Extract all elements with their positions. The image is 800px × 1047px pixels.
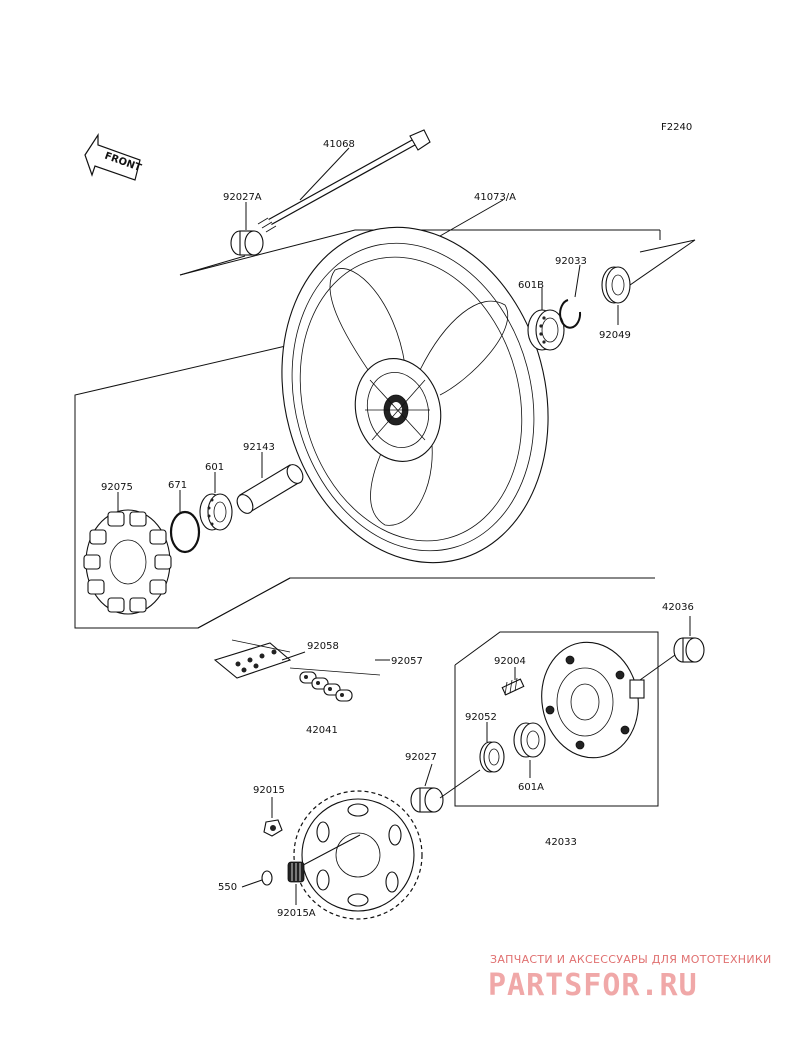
label-92015a[interactable]: 92015A — [277, 908, 316, 919]
label-92075[interactable]: 92075 — [101, 482, 133, 493]
label-671[interactable]: 671 — [168, 480, 187, 491]
label-41068[interactable]: 41068 — [323, 139, 355, 150]
damper-92075[interactable] — [83, 509, 172, 615]
label-92143[interactable]: 92143 — [243, 442, 275, 453]
label-92057[interactable]: 92057 — [391, 656, 423, 667]
stud-92004[interactable] — [501, 677, 525, 696]
label-41073a[interactable]: 41073/A — [474, 192, 516, 203]
axis-line-hub — [639, 654, 676, 681]
label-42033[interactable]: 42033 — [545, 837, 577, 848]
label-601a[interactable]: 601A — [518, 782, 544, 793]
collar-92143[interactable] — [234, 462, 306, 516]
label-601[interactable]: 601 — [205, 462, 224, 473]
watermark-brand: PARTSFOR.RU — [488, 968, 698, 1003]
label-92027[interactable]: 92027 — [405, 752, 437, 763]
leader-41073a — [439, 199, 504, 237]
label-92015[interactable]: 92015 — [253, 785, 285, 796]
axis-line-collar — [439, 769, 481, 799]
bearing-601b[interactable] — [527, 309, 565, 351]
label-92052[interactable]: 92052 — [465, 712, 497, 723]
collar-92027a[interactable] — [230, 230, 264, 256]
leader-41068 — [299, 147, 350, 201]
label-92027a[interactable]: 92027A — [223, 192, 262, 203]
label-550[interactable]: 550 — [218, 882, 237, 893]
front-arrow-icon: FRONT — [84, 132, 143, 181]
label-601b[interactable]: 601B — [518, 280, 544, 291]
o-ring-671[interactable] — [169, 510, 201, 554]
label-92049[interactable]: 92049 — [599, 330, 631, 341]
chain-link-92058[interactable] — [213, 639, 292, 679]
leader-92033 — [574, 264, 581, 298]
bearing-601a[interactable] — [513, 722, 546, 758]
label-92004[interactable]: 92004 — [494, 656, 526, 667]
label-42041[interactable]: 42041 — [306, 725, 338, 736]
washer-550[interactable] — [261, 870, 273, 886]
hub-frame — [454, 631, 659, 807]
seal-92052[interactable] — [479, 741, 505, 773]
chain-42041[interactable] — [289, 667, 381, 702]
leader-550 — [241, 879, 263, 888]
axis-line-right — [629, 239, 696, 286]
label-92058[interactable]: 92058 — [307, 641, 339, 652]
coupling-hub[interactable] — [533, 635, 648, 766]
collar-42036[interactable] — [673, 637, 705, 663]
nut-92015a[interactable] — [287, 861, 305, 883]
assembly-frame — [74, 229, 661, 629]
bearing-601[interactable] — [199, 493, 233, 531]
sprocket-42041[interactable] — [293, 790, 423, 920]
leader-92058 — [281, 651, 306, 661]
nut-92015[interactable] — [263, 819, 283, 837]
axle-41068[interactable] — [257, 129, 431, 233]
axis-line-left — [179, 255, 246, 276]
seal-92049[interactable] — [601, 266, 631, 304]
label-42036[interactable]: 42036 — [662, 602, 694, 613]
circlip-92033[interactable] — [559, 299, 582, 329]
watermark-tagline: ЗАПЧАСТИ И АКСЕССУАРЫ ДЛЯ МОТОТЕХНИКИ — [490, 953, 772, 966]
label-92033[interactable]: 92033 — [555, 256, 587, 267]
diagram-code: F2240 — [661, 122, 692, 133]
collar-92027[interactable] — [410, 787, 444, 813]
wheel-rim-41073a[interactable] — [245, 197, 584, 593]
leader-92027 — [424, 763, 433, 787]
